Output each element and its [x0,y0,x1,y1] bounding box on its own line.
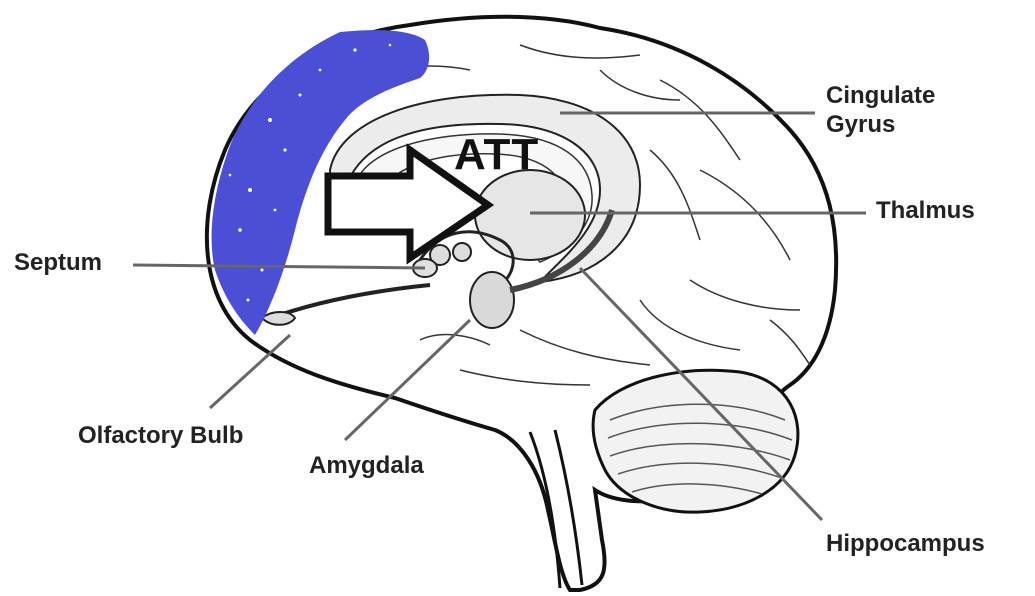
thalamus [475,170,585,260]
olfactory-bulb-shape [262,312,295,325]
label-hippocampus: Hippocampus [826,530,985,559]
leader-olfactory [210,335,290,408]
label-cingulate-gyrus: Cingulate Gyrus [826,82,935,140]
cerebellum [593,370,798,512]
label-septum: Septum [14,249,102,278]
label-thalmus: Thalmus [876,197,975,226]
label-cingulate-line1: Cingulate [826,82,935,111]
label-cingulate-line2: Gyrus [826,111,935,140]
amygdala-shape [470,272,514,328]
mammillary-body-2 [453,243,471,261]
label-amygdala: Amygdala [309,452,424,481]
att-annotation: ATT [454,133,539,177]
label-olfactory-bulb: Olfactory Bulb [78,422,243,451]
